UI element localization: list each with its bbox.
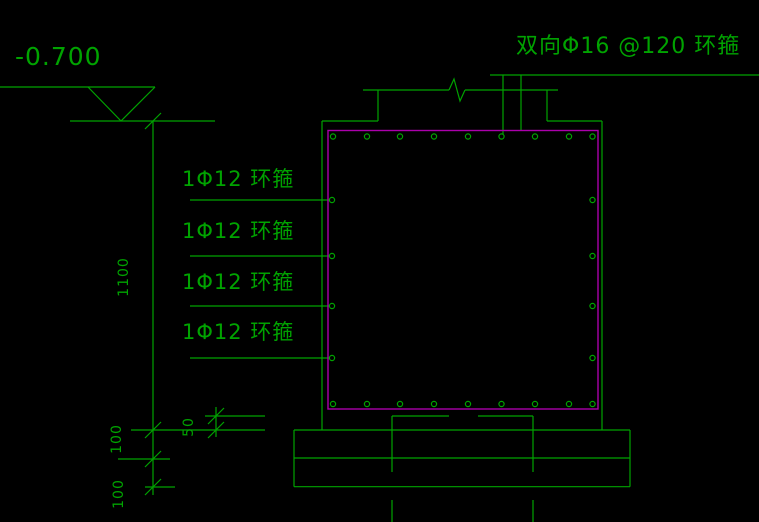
stirrup-hoop bbox=[327, 129, 599, 410]
footing-outline bbox=[293, 429, 631, 488]
break-symbol bbox=[448, 77, 466, 103]
side-rebar-label-3: 1Φ12 环箍 bbox=[182, 270, 295, 294]
elevation-value: -0.700 bbox=[15, 42, 102, 71]
side-rebar-label-4: 1Φ12 环箍 bbox=[182, 320, 295, 344]
side-rebar-label-1: 1Φ12 环箍 bbox=[182, 167, 295, 191]
dimension-footing-lower: 100 bbox=[111, 479, 127, 509]
dowel-bars bbox=[391, 415, 534, 522]
dimension-column-height: 1100 bbox=[116, 257, 132, 297]
dimension-step: 50 bbox=[181, 417, 197, 437]
dimension-footing-upper: 100 bbox=[109, 424, 125, 454]
top-rebar-leader bbox=[490, 74, 759, 134]
top-rebar-label: 双向Φ16 @120 环箍 bbox=[516, 34, 741, 59]
side-rebar-label-2: 1Φ12 环箍 bbox=[182, 219, 295, 243]
rebar-section-dots bbox=[328, 133, 596, 408]
side-rebar-leaders bbox=[190, 199, 329, 359]
vertical-dimension-chain bbox=[118, 112, 265, 496]
column-outline bbox=[321, 77, 603, 430]
step-dimension bbox=[205, 407, 265, 439]
elevation-marker-symbol bbox=[0, 86, 215, 122]
